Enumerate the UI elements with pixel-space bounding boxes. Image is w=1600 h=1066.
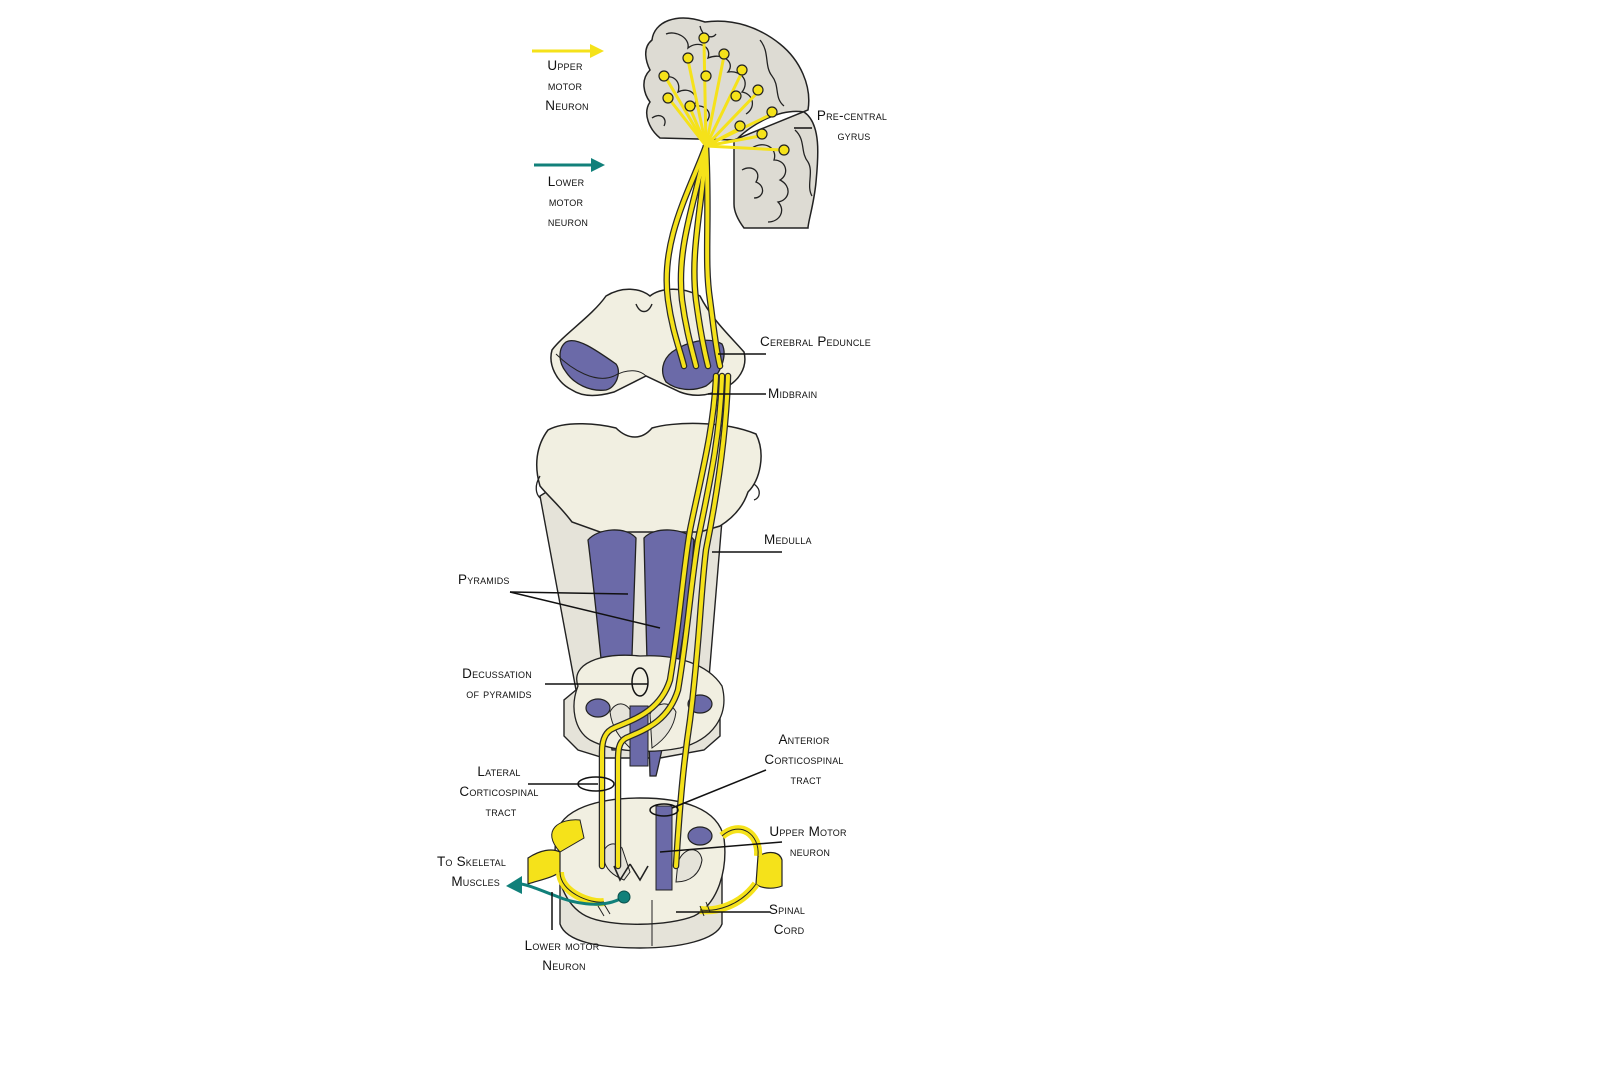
- legend-upper-arrow: [532, 44, 604, 58]
- pointer-lines: [509, 127, 812, 930]
- label-upper-motor-neuron-cord: Upper Motor neuron: [769, 824, 850, 859]
- label-midbrain: Midbrain: [768, 386, 817, 401]
- label-precentral-gyrus: Pre-central gyrus: [817, 108, 891, 143]
- legend: Upper motor Neuron Lower motor neuron: [532, 44, 605, 229]
- lower-motor-neuron: [506, 876, 631, 906]
- medulla-section: [535, 422, 762, 777]
- upper-motor-neuron-tract: [598, 32, 790, 882]
- label-spinal-cord: Spinal Cord: [769, 902, 809, 937]
- neuron-cell-bodies: [658, 32, 790, 156]
- label-cerebral-peduncle: Cerebral Peduncle: [760, 334, 871, 349]
- brain-section: [643, 17, 819, 229]
- label-medulla: Medulla: [764, 532, 812, 547]
- label-pyramids: Pyramids: [458, 572, 510, 587]
- label-decussation: Decussation of pyramids: [462, 666, 536, 701]
- legend-upper-label: Upper motor Neuron: [545, 58, 588, 113]
- label-anterior-corticospinal: Anterior Corticospinal tract: [764, 732, 847, 787]
- label-lateral-corticospinal: Lateral Corticospinal tract: [459, 764, 542, 819]
- label-to-skeletal-muscles: To Skeletal Muscles: [437, 854, 510, 889]
- label-lower-motor-neuron-cord: Lower motor Neuron: [525, 938, 604, 973]
- legend-lower-label: Lower motor neuron: [548, 174, 588, 229]
- spinal-cord-section: [527, 797, 783, 949]
- legend-lower-arrow: [534, 158, 605, 172]
